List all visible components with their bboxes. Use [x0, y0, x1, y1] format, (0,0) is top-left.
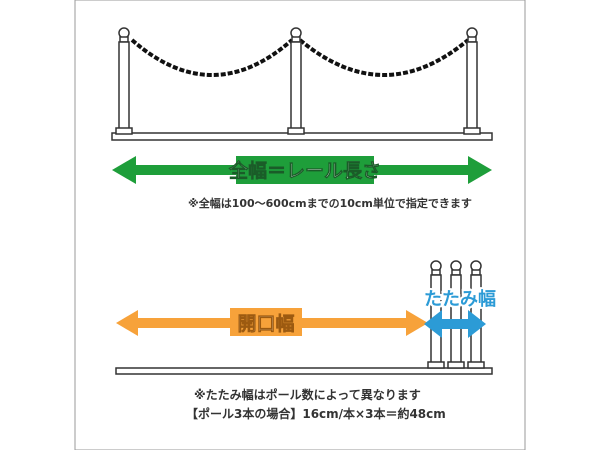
pole: [463, 27, 481, 135]
fold-width-label: たたみ幅: [424, 288, 496, 310]
chain-right: [298, 38, 470, 77]
fold-width-note: ※たたみ幅はポール数によって異なります: [194, 387, 421, 402]
fold-width-arrow: [424, 310, 486, 338]
top-fence: [111, 27, 493, 141]
pole: [287, 27, 305, 135]
opening-width-arrow: [116, 308, 428, 336]
full-width-label: 全幅＝レール長さ: [228, 159, 381, 182]
opening-width-label: 開口幅: [237, 312, 294, 335]
fold-width-example: 【ポール3本の場合】16cm/本×3本＝約48cm: [186, 406, 446, 421]
full-width-note: ※全幅は100〜600cmまでの10cm単位で指定できます: [188, 196, 472, 210]
bottom-rail: [115, 367, 493, 375]
pole: [115, 27, 133, 135]
pole: [447, 260, 465, 369]
full-width-arrow: [112, 156, 492, 184]
chain-left: [130, 38, 294, 77]
